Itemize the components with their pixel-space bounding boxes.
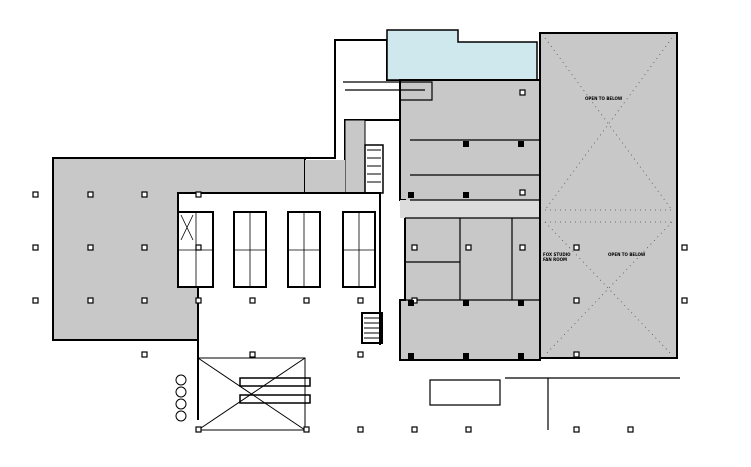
columns [32,89,688,433]
shaded-lobby-2 [305,160,345,193]
water-feature [386,29,538,81]
escalator-atrium [175,357,311,431]
elevator-core [177,211,376,288]
middle-shaded-area [399,79,541,361]
open-to-below-label: OPEN TO BELOW [585,96,623,101]
open-to-below-area [539,32,678,359]
fan-room-label: FOX STUDIO [543,252,571,257]
fan-room-label: FAN ROOM [543,257,567,262]
filled-columns [408,141,524,359]
mid-corridor [400,200,540,218]
shaded-lobby [344,119,366,194]
open-to-below-label: OPEN TO BELOW [608,252,646,257]
stair [343,81,433,344]
